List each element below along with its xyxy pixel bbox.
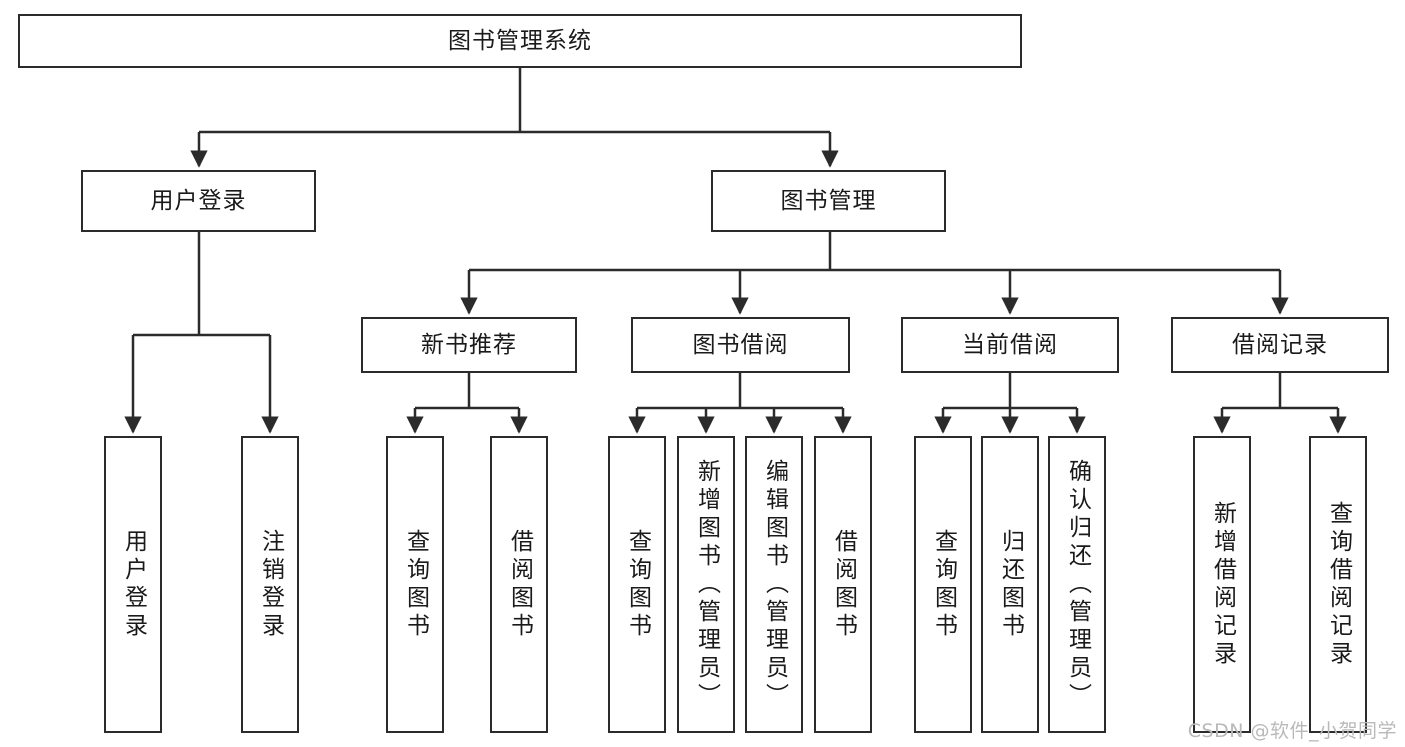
node-book-manage[interactable]: 图书管理: [711, 170, 946, 232]
node-root[interactable]: 图书管理系统: [18, 14, 1022, 68]
node-book-borrow[interactable]: 图书借阅: [631, 317, 850, 373]
leaf-query-book-2-label: 查询图书: [624, 528, 651, 641]
leaf-add-book[interactable]: 新增图书（管理员）: [677, 436, 735, 733]
node-current-borrow-label: 当前借阅: [962, 331, 1058, 358]
leaf-edit-book-label: 编辑图书（管理员）: [761, 458, 788, 711]
node-root-label: 图书管理系统: [448, 27, 592, 54]
node-book-manage-label: 图书管理: [780, 187, 877, 214]
leaf-logout-label: 注销登录: [257, 528, 284, 641]
node-user-login-label: 用户登录: [150, 187, 247, 214]
leaf-query-book-1[interactable]: 查询图书: [386, 436, 444, 733]
leaf-user-login-label: 用户登录: [120, 528, 147, 641]
leaf-query-book-3-label: 查询图书: [930, 528, 957, 641]
node-borrow-record[interactable]: 借阅记录: [1171, 317, 1389, 373]
node-new-book-rec-label: 新书推荐: [421, 331, 517, 358]
leaf-query-book-1-label: 查询图书: [402, 528, 429, 641]
leaf-confirm-return-label: 确认归还（管理员）: [1064, 458, 1091, 711]
leaf-borrow-book-2[interactable]: 借阅图书: [814, 436, 872, 733]
node-book-borrow-label: 图书借阅: [692, 331, 789, 358]
node-current-borrow[interactable]: 当前借阅: [901, 317, 1119, 373]
leaf-query-record-label: 查询借阅记录: [1325, 500, 1352, 669]
leaf-query-book-2[interactable]: 查询图书: [608, 436, 666, 733]
leaf-add-record[interactable]: 新增借阅记录: [1193, 436, 1251, 733]
leaf-query-book-3[interactable]: 查询图书: [914, 436, 972, 733]
leaf-edit-book[interactable]: 编辑图书（管理员）: [745, 436, 803, 733]
leaf-confirm-return[interactable]: 确认归还（管理员）: [1048, 436, 1106, 733]
leaf-return-book-label: 归还图书: [997, 528, 1024, 641]
node-new-book-rec[interactable]: 新书推荐: [361, 317, 577, 373]
node-user-login[interactable]: 用户登录: [81, 170, 316, 232]
leaf-borrow-book-1[interactable]: 借阅图书: [490, 436, 548, 733]
leaf-borrow-book-1-label: 借阅图书: [506, 528, 533, 641]
leaf-add-record-label: 新增借阅记录: [1209, 500, 1236, 669]
leaf-logout[interactable]: 注销登录: [241, 436, 299, 733]
leaf-add-book-label: 新增图书（管理员）: [693, 458, 720, 711]
leaf-user-login[interactable]: 用户登录: [104, 436, 162, 733]
node-borrow-record-label: 借阅记录: [1232, 331, 1328, 358]
leaf-borrow-book-2-label: 借阅图书: [830, 528, 857, 641]
leaf-return-book[interactable]: 归还图书: [981, 436, 1039, 733]
leaf-query-record[interactable]: 查询借阅记录: [1309, 436, 1367, 733]
